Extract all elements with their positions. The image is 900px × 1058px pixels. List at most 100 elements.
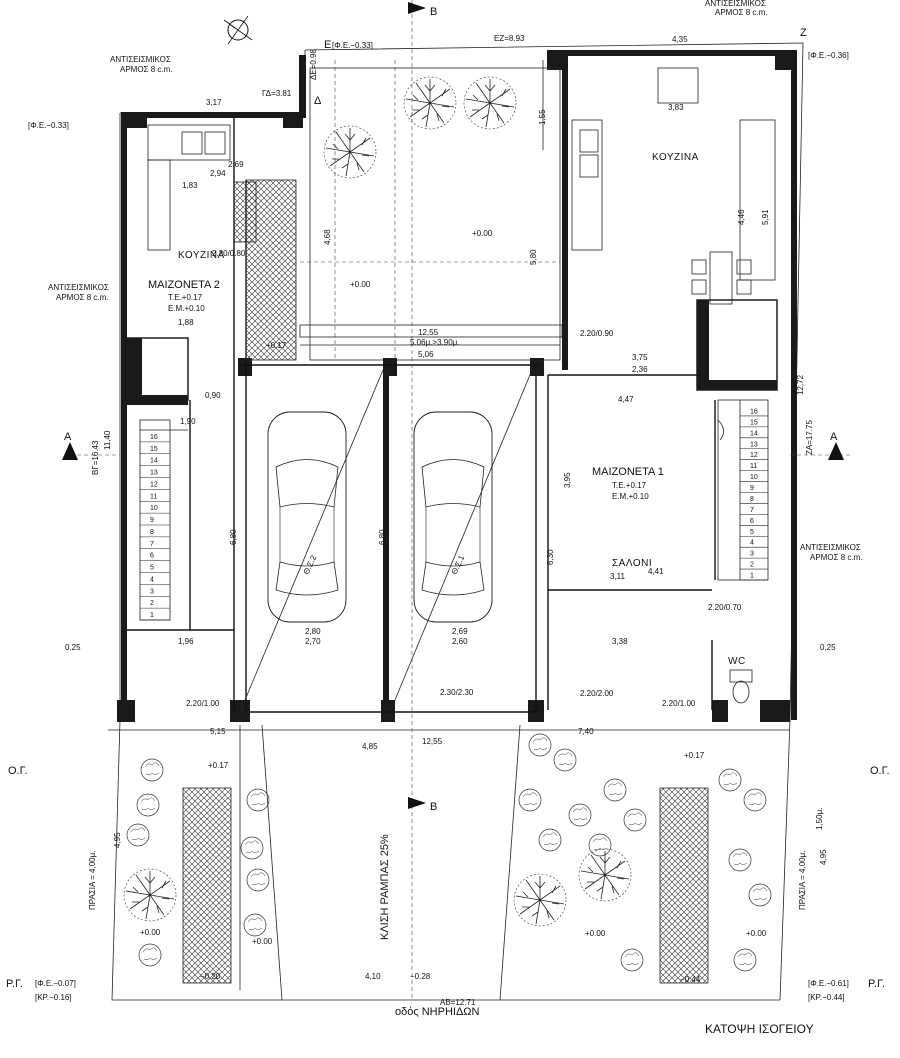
- joint-note: ΑΡΜΟΣ 8 c.m.: [715, 8, 768, 17]
- dining-table-icon: [691, 251, 752, 305]
- dimension: 12,55: [422, 737, 443, 746]
- dimension: 3,38: [612, 637, 628, 646]
- dimension: 1,50μ.: [815, 808, 824, 830]
- marker-z: Z: [800, 27, 807, 39]
- yard-outline: [299, 60, 563, 361]
- dimension: 4,68: [323, 229, 332, 245]
- level-tag: +0.00: [350, 280, 371, 289]
- parking-diagonal: [389, 369, 533, 713]
- level-tag: +0.00: [472, 229, 493, 238]
- stair-step-number: 6: [150, 553, 154, 560]
- car-icon: [267, 411, 493, 623]
- m2-em: Ε.Μ.+0.10: [168, 304, 205, 313]
- marker-b-top: B: [430, 6, 437, 18]
- toilet-icon: [729, 669, 753, 704]
- dimension: 7,40: [578, 727, 594, 736]
- dimension: ΠΡΑΣΙΑ = 4,00μ.: [88, 851, 97, 910]
- stair-step-number: 10: [150, 505, 158, 512]
- dimension: 2,70: [305, 637, 321, 646]
- dimension: 5,15: [210, 727, 226, 736]
- kitchen-counter-right: [571, 67, 776, 281]
- dimension: 4,35: [672, 35, 688, 44]
- dimension: 0,25: [820, 643, 836, 652]
- parking-1-label: Θ.Σ.1: [450, 553, 467, 575]
- dimension: 2,69: [228, 160, 244, 169]
- dimension: 2,94: [210, 169, 226, 178]
- joint-note: ΑΝΤΙΣΕΙΣΜΙΚΟΣ: [110, 55, 171, 64]
- parking-2-label: Θ.Σ.2: [302, 553, 319, 575]
- dimension: ΓΔ=3.81: [262, 89, 292, 98]
- stair-step-number: 12: [150, 481, 158, 488]
- hatched-front-left: [182, 787, 232, 984]
- marker-a-left: A: [64, 431, 72, 443]
- m1-te: Τ.Ε.+0.17: [612, 481, 647, 490]
- level-tag: [Φ.Ε.−0.33]: [332, 41, 373, 50]
- level-tag: +0.17: [208, 761, 229, 770]
- opening-tag: 2.30/2.30: [440, 688, 474, 697]
- stair-step-number: 11: [750, 463, 757, 470]
- stair-step-number: 7: [750, 507, 754, 514]
- ramp-slope: ΚΛΙΣΗ ΡΑΜΠΑΣ 25%: [379, 834, 391, 940]
- dimension: ΠΡΑΣΙΑ = 4,00μ.: [798, 851, 807, 910]
- room-kitchen-left: ΚΟΥΖΙΝΑ: [178, 250, 225, 261]
- stair-step-number: 15: [150, 446, 158, 453]
- level-tag: [Φ.Ε.−0.61]: [808, 979, 849, 988]
- stair-step-number: 2: [750, 562, 754, 569]
- dimension: 5,91: [761, 209, 770, 225]
- dimension: 2,80: [305, 627, 321, 636]
- joint-note: ΑΝΤΙΣΕΙΣΜΙΚΟΣ: [705, 0, 766, 8]
- level-tag: [Φ.Ε.−0.07]: [35, 979, 76, 988]
- level-tag: +0.17: [266, 341, 287, 350]
- dimension: 3,17: [206, 98, 222, 107]
- level-tag: [Φ.Ε.−0.36]: [808, 51, 849, 60]
- stair-step-number: 9: [150, 517, 154, 524]
- room-maisonette-2: ΜΑΙΖΟΝΕΤΑ 2: [148, 279, 220, 291]
- dimension: 4,95: [819, 849, 828, 865]
- level-tag: Ρ.Γ.: [868, 978, 885, 990]
- dimension: 12,72: [796, 374, 805, 395]
- kitchen-counter-left: [147, 124, 231, 251]
- stair-step-number: 14: [150, 458, 158, 465]
- opening-tag: 2.20/1.00: [186, 699, 220, 708]
- level-tag: −0.20: [200, 972, 221, 981]
- level-tag: [Φ.Ε.−0.33]: [28, 121, 69, 130]
- marker-delta: Δ: [314, 95, 322, 107]
- stair-step-number: 1: [150, 612, 154, 619]
- stair-step-number: 8: [750, 496, 754, 503]
- dimension: 4,85: [362, 742, 378, 751]
- tree-icon: [323, 76, 517, 179]
- hatched-front-right: [659, 787, 709, 984]
- opening-tag: 2.20/1.00: [662, 699, 696, 708]
- stair-step-number: 16: [750, 408, 758, 415]
- dimension: 6,30: [546, 549, 555, 565]
- street-name: οδός ΝΗΡΗΙΔΩΝ: [395, 1006, 480, 1018]
- dim-ab: ΑΒ=12.71: [440, 998, 476, 1007]
- dimension: 3,75: [632, 353, 648, 362]
- parking-diagonal: [239, 369, 384, 713]
- dimension: 4,95: [113, 832, 122, 848]
- north-arrow-icon: [223, 15, 253, 45]
- level-tag: Ο.Γ.: [870, 765, 890, 777]
- stair-step-number: 3: [750, 551, 754, 558]
- stair-step-number: 5: [150, 565, 154, 572]
- hatched-wall-small: [233, 181, 257, 243]
- dimension: 12,55: [418, 328, 439, 337]
- dimension: 6,80: [229, 529, 238, 545]
- stair-step-number: 10: [750, 474, 758, 481]
- section-line-a: [62, 442, 850, 460]
- joint-note: ΑΝΤΙΣΕΙΣΜΙΚΟΣ: [800, 543, 861, 552]
- stair-step-number: 9: [750, 485, 754, 492]
- m2-te: Τ.Ε.+0.17: [168, 293, 203, 302]
- dimension: 1,83: [182, 181, 198, 190]
- marker-e: E: [324, 39, 331, 51]
- room-maisonette-1: ΜΑΙΖΟΝΕΤΑ 1: [592, 466, 664, 478]
- building-walls: [117, 50, 797, 722]
- level-tag: +0.00: [252, 937, 273, 946]
- level-tag: [ΚΡ.−0.44]: [808, 993, 845, 1002]
- dimension: ΕΖ=8.93: [494, 34, 525, 43]
- stair-step-number: 7: [150, 541, 154, 548]
- room-kitchen-right: ΚΟΥΖΙΝΑ: [652, 152, 699, 163]
- stair-step-number: 11: [150, 493, 157, 500]
- opening-tag: 2.20/0.80: [212, 249, 246, 258]
